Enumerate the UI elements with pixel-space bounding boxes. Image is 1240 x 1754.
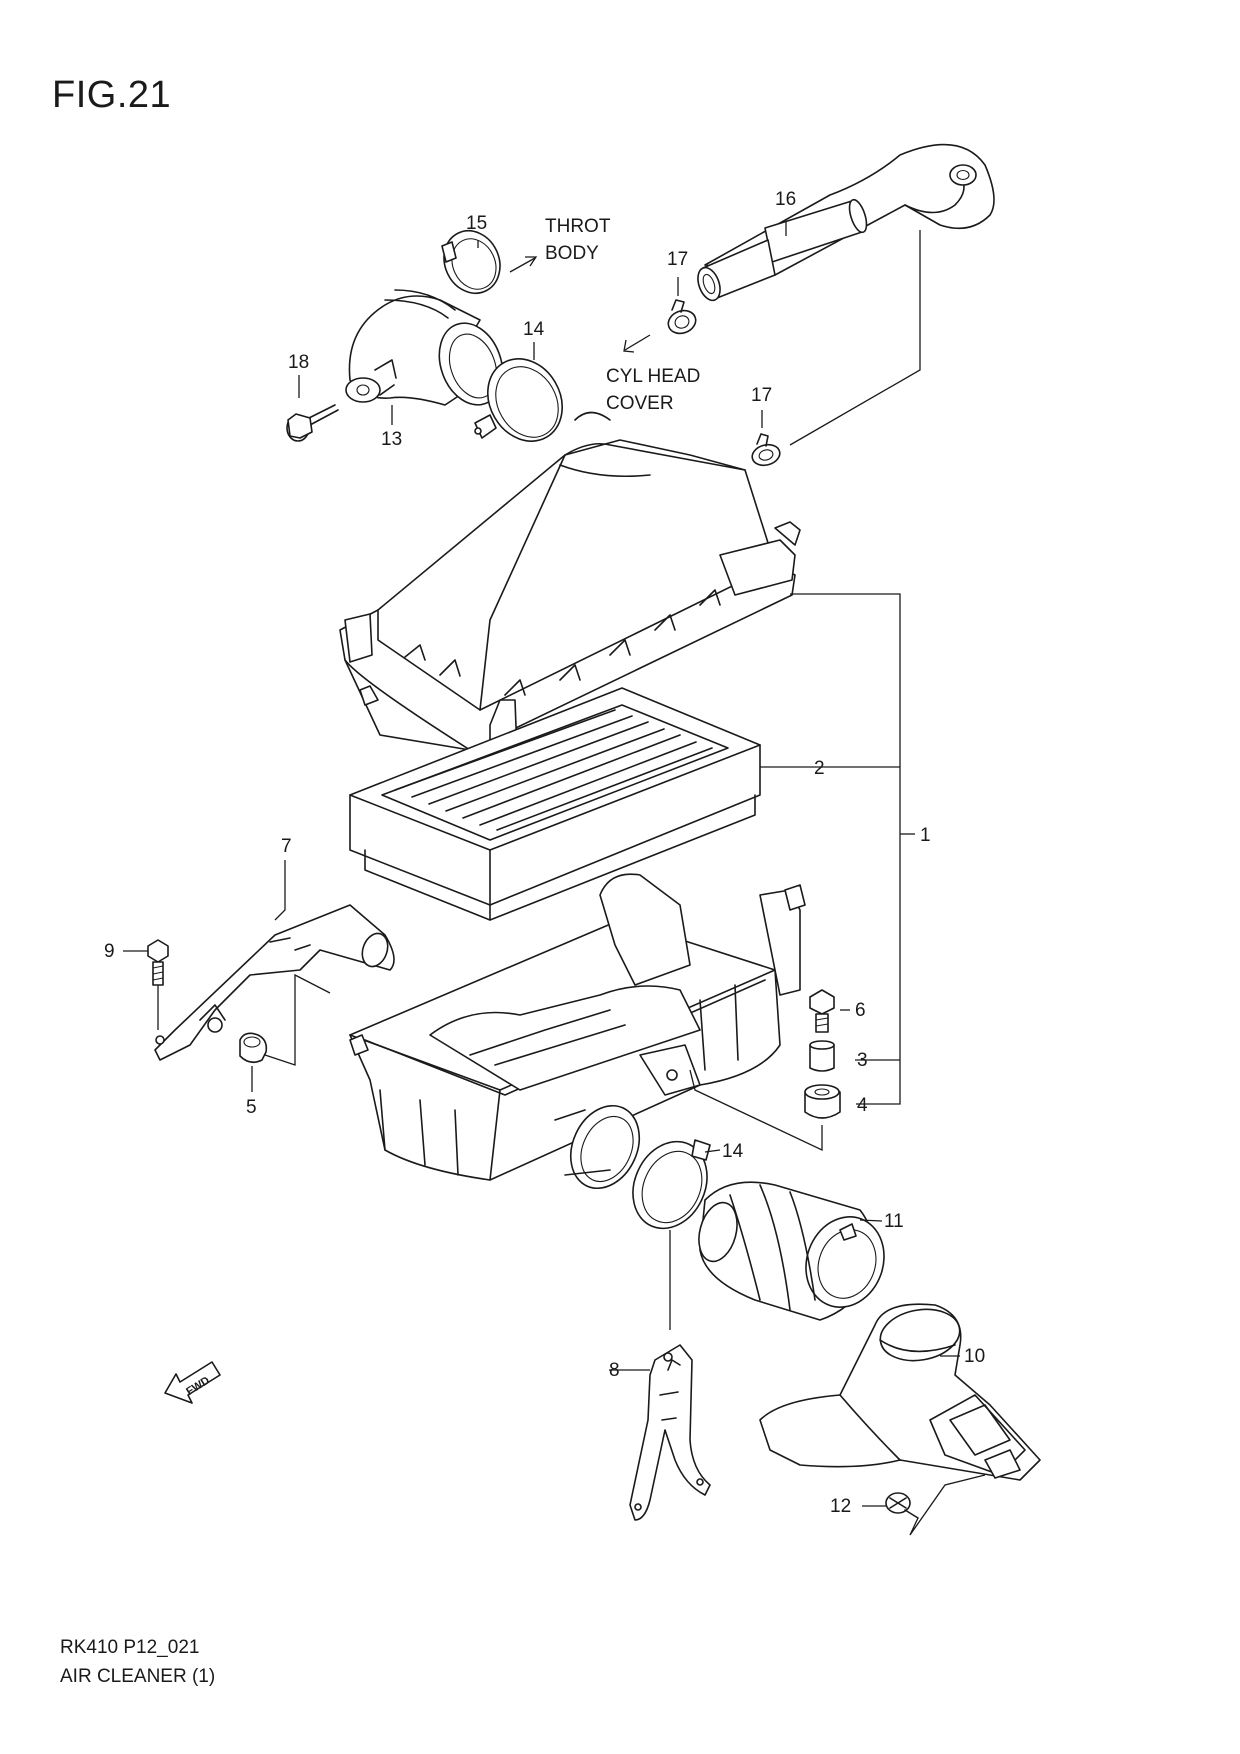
callout-5: 5: [246, 1097, 257, 1118]
part-10-inlet-duct[interactable]: [759, 1303, 1041, 1481]
part-13-outlet-pipe[interactable]: [345, 289, 514, 414]
part-12-screw[interactable]: [885, 1492, 919, 1519]
part-14-clamp-lower[interactable]: [619, 1129, 720, 1240]
lower-case-outlet-duct: [554, 1104, 641, 1190]
callout-11: 11: [884, 1211, 904, 1232]
part-1-air-cleaner-case-lower[interactable]: [349, 873, 806, 1181]
callout-8: 8: [609, 1360, 620, 1381]
part-9-bolt[interactable]: [147, 939, 169, 986]
leader-lines: [123, 222, 986, 1536]
throt-body-arrow: [509, 256, 538, 273]
notes: THROT BODY CYL HEAD COVER: [545, 216, 700, 414]
callout-17-lower: 17: [751, 385, 772, 406]
callout-18: 18: [288, 352, 309, 373]
callout-9: 9: [104, 941, 115, 962]
part-14-clamp-upper[interactable]: [473, 345, 577, 454]
callout-15: 15: [466, 213, 487, 234]
callout-1: 1: [920, 825, 931, 846]
callout-4: 4: [857, 1095, 868, 1116]
note-throt-body-line1: THROT: [545, 216, 611, 237]
callout-13: 13: [381, 429, 402, 450]
callout-2: 2: [814, 758, 825, 779]
part-7-bracket[interactable]: [154, 904, 395, 1061]
note-cyl-head-line1: CYL HEAD: [606, 366, 700, 387]
fwd-direction-arrow: FWD: [164, 1361, 221, 1404]
callout-17-upper: 17: [667, 249, 688, 270]
callout-14-lower: 14: [722, 1141, 744, 1162]
callout-14-upper: 14: [523, 319, 545, 340]
part-6-bolt[interactable]: [809, 989, 835, 1033]
part-16-breather-hose[interactable]: [694, 143, 995, 304]
part-18-screw[interactable]: [286, 404, 339, 442]
note-throt-body-line2: BODY: [545, 243, 599, 264]
part-3-collar[interactable]: [809, 1040, 835, 1072]
part-17-clamp-upper[interactable]: [665, 299, 699, 337]
callout-6: 6: [855, 1000, 866, 1021]
cyl-head-cover-arrow: [623, 334, 651, 353]
callout-10: 10: [964, 1346, 985, 1367]
part-15-clamp[interactable]: [434, 222, 510, 303]
callout-16: 16: [775, 189, 796, 210]
note-cyl-head-line2: COVER: [606, 393, 674, 414]
part-5-grommet[interactable]: [239, 1032, 268, 1064]
callout-labels: 1 2 3 4 5 6 7 8 9 10 11 12 13 14 14 15 1…: [104, 189, 985, 1517]
diagram-code: RK410 P12_021: [60, 1637, 200, 1658]
figure-title: FIG.21: [52, 74, 172, 116]
part-17-clamp-lower[interactable]: [750, 433, 782, 468]
part-2-air-cleaner-element[interactable]: [349, 687, 761, 921]
part-8-bracket[interactable]: [629, 1344, 711, 1521]
callout-12: 12: [830, 1496, 851, 1517]
diagram-name: AIR CLEANER (1): [60, 1666, 216, 1687]
part-11-hose[interactable]: [693, 1181, 897, 1321]
part-4-grommet[interactable]: [804, 1084, 841, 1119]
part-1-air-cleaner-case-cover[interactable]: [339, 411, 801, 791]
callout-3: 3: [857, 1050, 868, 1071]
callout-7: 7: [281, 836, 292, 857]
